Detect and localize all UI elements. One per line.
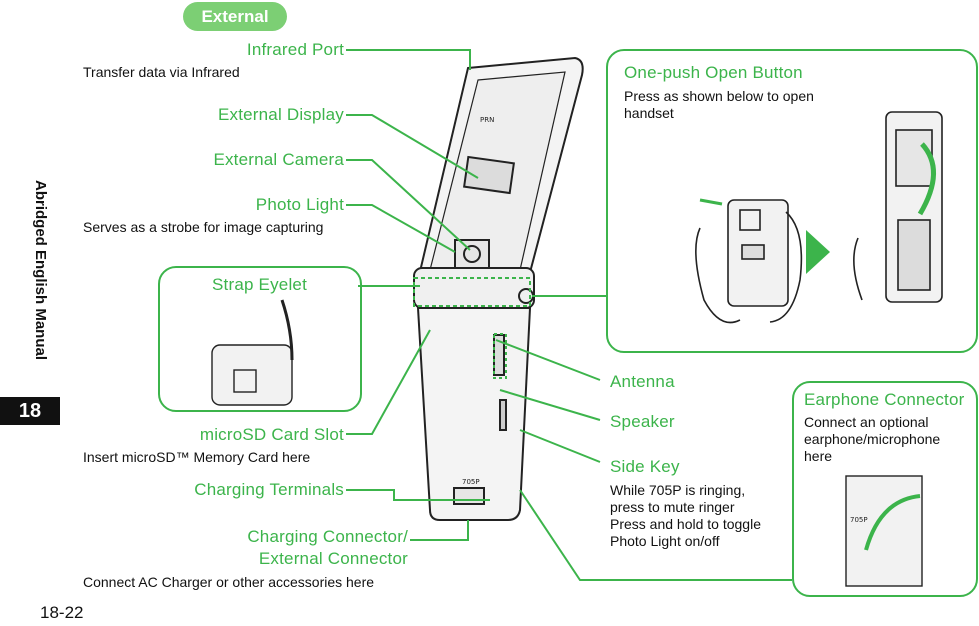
section-pill: External: [183, 2, 287, 31]
svg-text:705P: 705P: [462, 478, 480, 486]
leader-lines: [346, 49, 792, 581]
label-external-connector: External Connector: [258, 549, 408, 568]
chapter-tab: 18: [0, 397, 60, 425]
desc-side-key-3: Press and hold to toggle: [610, 516, 761, 532]
label-charging-terminals: Charging Terminals: [194, 480, 344, 499]
svg-text:PRN: PRN: [480, 116, 494, 124]
desc-one-push-1: Press as shown below to open: [624, 88, 814, 104]
label-side-key: Side Key: [610, 457, 680, 476]
desc-earphone-2: earphone/microphone: [804, 431, 941, 447]
desc-one-push-2: handset: [624, 105, 674, 121]
label-charging-connector: Charging Connector/: [247, 527, 408, 546]
phone-illustration: PRN 705P: [413, 56, 584, 521]
desc-infrared-port: Transfer data via Infrared: [83, 64, 240, 80]
desc-earphone-1: Connect an optional: [804, 414, 929, 430]
page-number: 18-22: [40, 603, 84, 622]
svg-text:705P: 705P: [850, 516, 868, 524]
label-strap-eyelet: Strap Eyelet: [212, 275, 308, 294]
label-infrared-port: Infrared Port: [246, 40, 344, 59]
desc-earphone-3: here: [804, 448, 833, 464]
label-one-push: One-push Open Button: [624, 63, 803, 82]
one-push-illustration: [695, 111, 943, 324]
desc-microsd-slot: Insert microSD™ Memory Card here: [83, 449, 311, 465]
desc-side-key-2: press to mute ringer: [610, 499, 735, 515]
label-speaker: Speaker: [610, 412, 675, 431]
label-external-camera: External Camera: [213, 150, 344, 169]
desc-side-key-1: While 705P is ringing,: [610, 482, 746, 498]
label-photo-light: Photo Light: [255, 195, 344, 214]
desc-charging-connector: Connect AC Charger or other accessories …: [83, 574, 375, 590]
desc-side-key-4: Photo Light on/off: [610, 533, 720, 549]
strap-illustration: [211, 299, 294, 406]
label-external-display: External Display: [217, 105, 344, 124]
desc-photo-light: Serves as a strobe for image capturing: [83, 219, 324, 235]
label-earphone: Earphone Connector: [804, 390, 965, 409]
earphone-illustration: 705P: [845, 475, 923, 587]
label-microsd-slot: microSD Card Slot: [199, 425, 344, 444]
label-antenna: Antenna: [610, 372, 675, 391]
